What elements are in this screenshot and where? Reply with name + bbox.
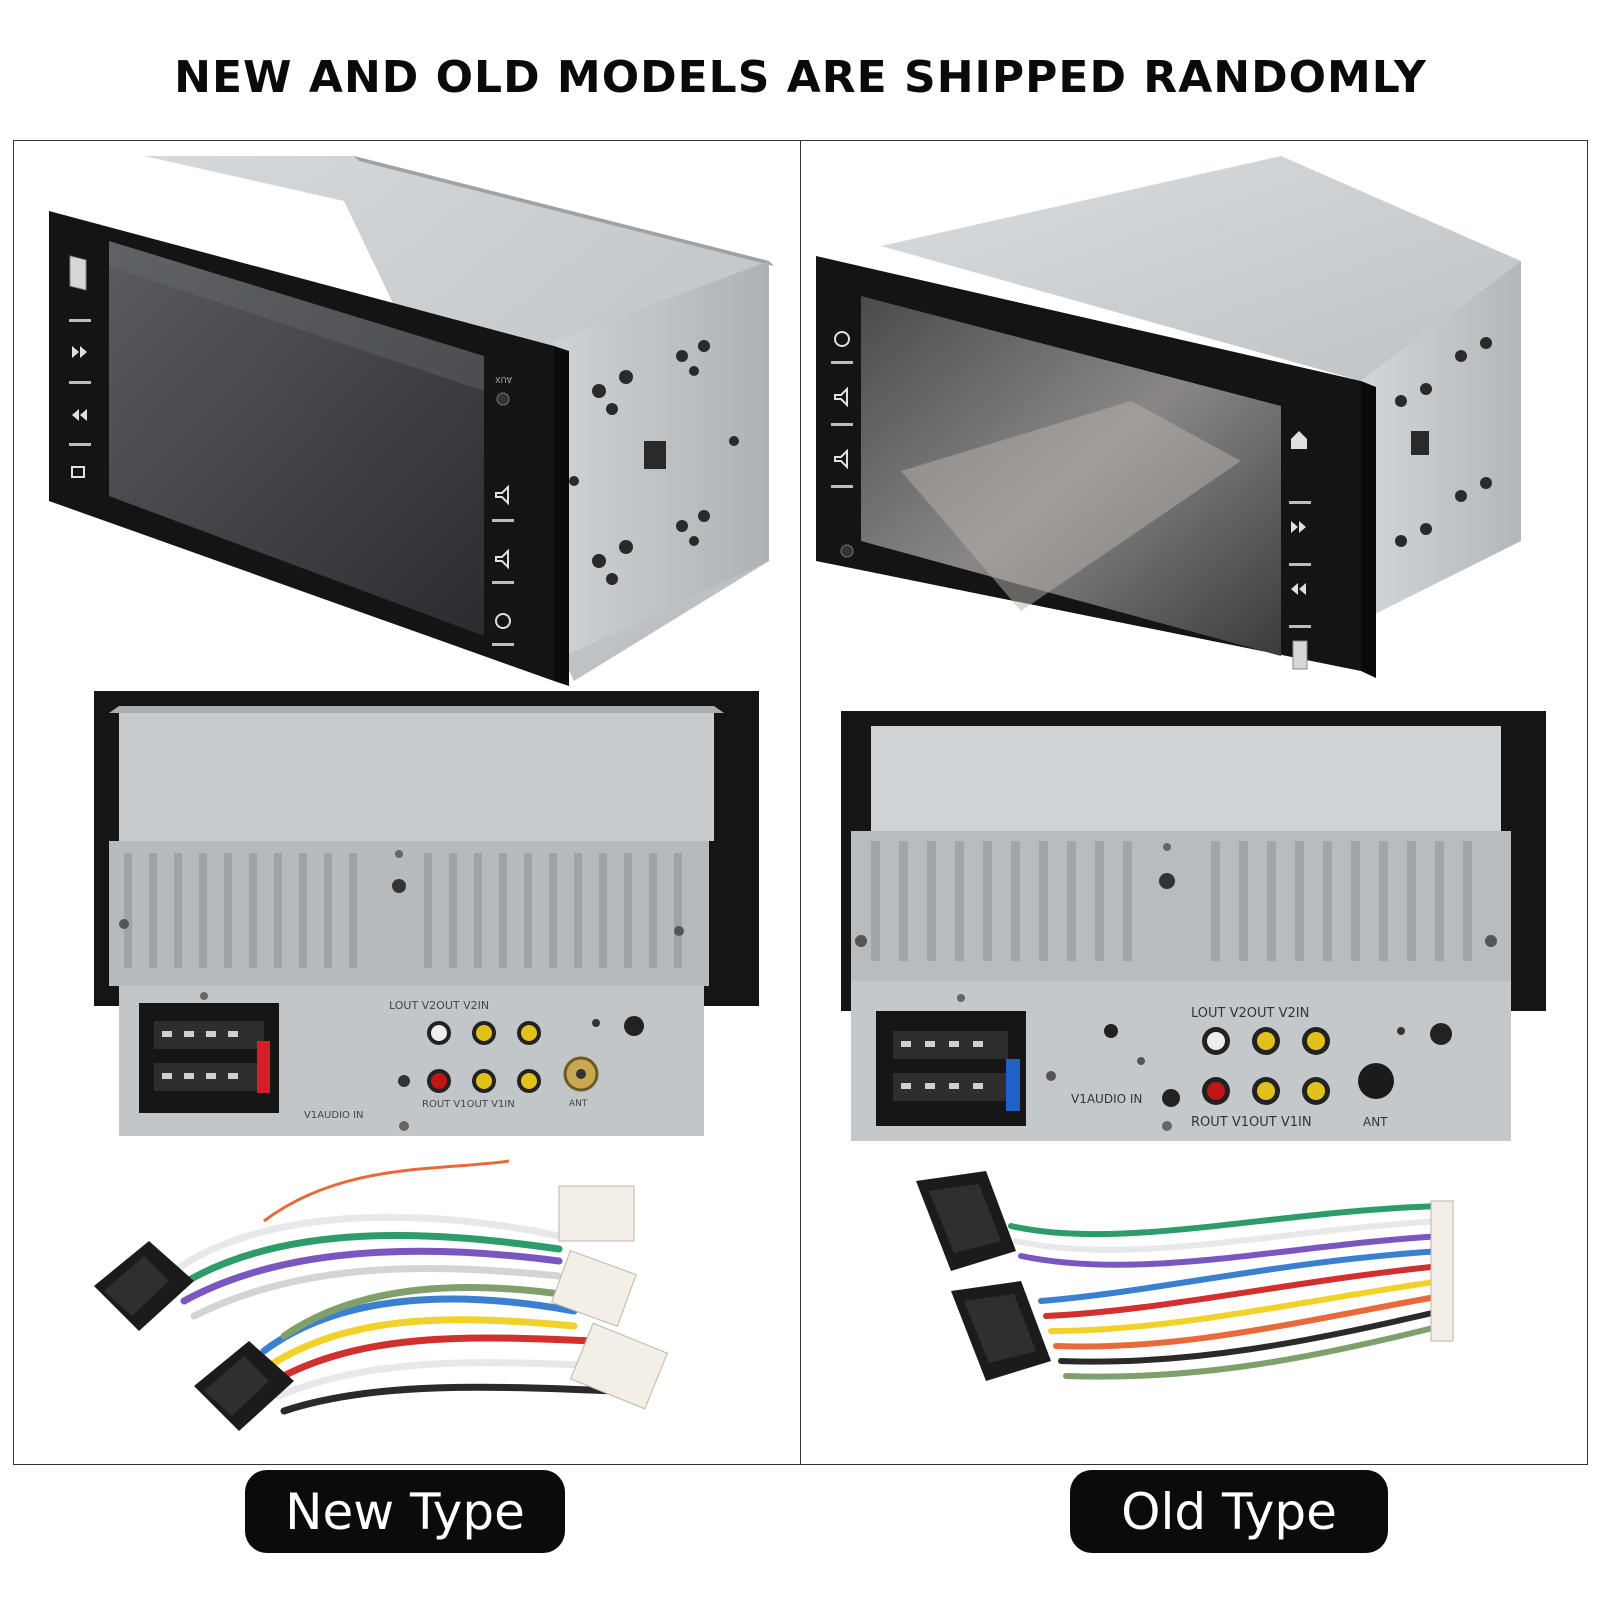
old-rear-ant-label: ANT <box>1363 1115 1388 1129</box>
fuse-blue <box>1006 1059 1020 1111</box>
old-type-label: Old Type <box>1070 1470 1388 1553</box>
new-rear-audio-label: V1AUDIO IN <box>304 1110 364 1121</box>
old-wiring-harness <box>916 1171 1454 1381</box>
new-rear-ant-label: ANT <box>569 1099 588 1109</box>
new-wiring-harness <box>94 1159 668 1431</box>
old-rca-jacks <box>1202 1027 1330 1105</box>
old-rear-bottom-label: ROUT V1OUT V1IN <box>1191 1115 1312 1130</box>
old-rear-unit: LOUT V2OUT V2IN ROUT V1OUT V1IN V1AUDIO … <box>841 711 1546 1141</box>
svg-text:AUX: AUX <box>495 375 512 384</box>
new-type-panel: AUX <box>13 140 801 1465</box>
new-front-unit: AUX <box>49 156 774 686</box>
new-type-label: New Type <box>245 1470 565 1553</box>
new-rear-top-label: LOUT V2OUT V2IN <box>389 999 489 1012</box>
new-rear-bottom-label: ROUT V1OUT V1IN <box>422 1099 515 1110</box>
new-type-illustration: AUX <box>49 156 774 1431</box>
headline: NEW AND OLD MODELS ARE SHIPPED RANDOMLY <box>174 52 1427 103</box>
old-rear-top-label: LOUT V2OUT V2IN <box>1191 1006 1309 1021</box>
old-type-illustration: LOUT V2OUT V2IN ROUT V1OUT V1IN V1AUDIO … <box>816 156 1546 1381</box>
old-type-panel: LOUT V2OUT V2IN ROUT V1OUT V1IN V1AUDIO … <box>800 140 1588 1465</box>
old-rear-audio-label: V1AUDIO IN <box>1071 1092 1142 1106</box>
old-front-unit <box>816 156 1521 678</box>
fuse-red <box>257 1041 270 1093</box>
new-rca-jacks <box>427 1021 541 1093</box>
new-rear-unit: LOUT V2OUT V2IN ROUT V1OUT V1IN V1AUDIO … <box>94 691 759 1136</box>
